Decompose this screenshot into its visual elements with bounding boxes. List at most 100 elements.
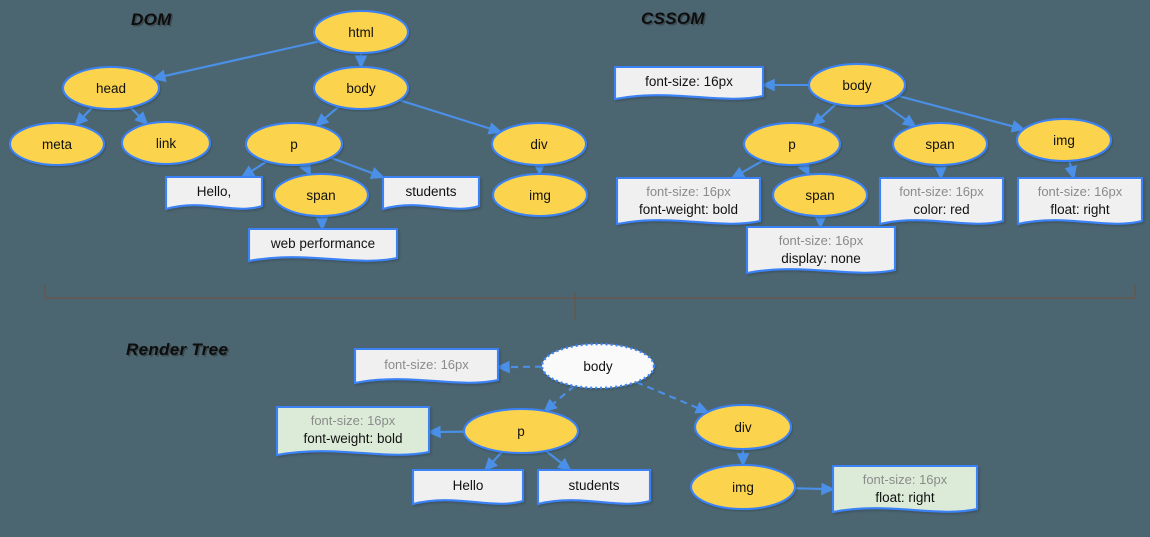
node-shape-box bbox=[381, 175, 481, 211]
node-p[interactable]: p bbox=[244, 121, 344, 167]
box-line-2: font-weight: bold bbox=[639, 202, 738, 217]
node-c_span2[interactable]: span bbox=[771, 172, 869, 218]
node-r_hello[interactable]: Hello bbox=[411, 468, 525, 506]
node-shape-ellipse bbox=[490, 121, 588, 167]
box-line-1: font-size: 16px bbox=[646, 184, 731, 199]
node-label: html bbox=[348, 25, 374, 40]
box-line-2: float: right bbox=[1050, 202, 1110, 217]
node-label: body bbox=[842, 78, 872, 93]
node-shape-ellipse bbox=[771, 172, 869, 218]
box-line-2: float: right bbox=[875, 490, 935, 505]
edge-head-to-meta bbox=[74, 106, 94, 127]
node-html[interactable]: html bbox=[312, 9, 410, 55]
node-shape-ellipse bbox=[1015, 117, 1113, 163]
node-c_img[interactable]: img bbox=[1015, 117, 1113, 163]
node-body[interactable]: body bbox=[312, 65, 410, 111]
node-shape-box bbox=[831, 464, 979, 514]
node-div[interactable]: div bbox=[490, 121, 588, 167]
node-label: p bbox=[517, 424, 525, 439]
edge-body-to-p bbox=[314, 105, 340, 127]
node-label: img bbox=[1053, 133, 1075, 148]
node-img[interactable]: img bbox=[491, 172, 589, 218]
node-c_span[interactable]: span bbox=[891, 121, 989, 167]
node-r_students[interactable]: students bbox=[536, 468, 652, 506]
node-students[interactable]: students bbox=[381, 175, 481, 211]
node-c_p[interactable]: p bbox=[742, 121, 842, 167]
node-label: body bbox=[583, 359, 613, 374]
dom-section-title: DOM bbox=[131, 10, 172, 29]
node-shape-ellipse bbox=[312, 65, 410, 111]
node-b_p[interactable]: font-size: 16px font-weight: bold bbox=[615, 176, 762, 226]
node-shape-ellipse bbox=[689, 463, 797, 511]
node-shape-ellipse bbox=[491, 172, 589, 218]
node-label: body bbox=[346, 81, 376, 96]
node-label: div bbox=[734, 420, 752, 435]
node-b_span2[interactable]: font-size: 16px display: none bbox=[745, 225, 897, 275]
box-label: web performance bbox=[270, 236, 375, 251]
node-shape-ellipse bbox=[272, 172, 370, 218]
edge-c_body-to-c_p bbox=[811, 103, 837, 127]
node-rb_p[interactable]: font-size: 16px font-weight: bold bbox=[275, 405, 431, 457]
edge-c_p-to-c_span2 bbox=[797, 161, 810, 177]
node-r_img[interactable]: img bbox=[689, 463, 797, 511]
section-divider bbox=[44, 285, 1136, 320]
node-c_body[interactable]: body bbox=[807, 62, 907, 108]
node-shape-box bbox=[275, 405, 431, 457]
edge-c_body-to-c_span bbox=[881, 102, 917, 128]
node-label: span bbox=[306, 188, 335, 203]
node-shape-ellipse bbox=[244, 121, 344, 167]
node-shape-box bbox=[247, 227, 399, 263]
edge-r_body-to-r_p bbox=[543, 385, 576, 413]
edge-c_img-to-b_img bbox=[1064, 160, 1077, 180]
node-shape-box bbox=[411, 468, 525, 506]
node-label: span bbox=[925, 137, 954, 152]
edge-html-to-head bbox=[151, 40, 320, 83]
box-line-1: font-size: 16px bbox=[863, 472, 948, 487]
node-shape-ellipse bbox=[61, 65, 161, 111]
node-r_div[interactable]: div bbox=[693, 403, 793, 451]
edge-r_img-to-rb_img bbox=[794, 482, 835, 496]
node-rb_img[interactable]: font-size: 16px float: right bbox=[831, 464, 979, 514]
node-webperf[interactable]: web performance bbox=[247, 227, 399, 263]
node-r_body[interactable]: body bbox=[540, 342, 656, 390]
node-label: img bbox=[732, 480, 754, 495]
box-line-2: display: none bbox=[781, 251, 861, 266]
dom-edges bbox=[74, 40, 546, 231]
edge-p-to-students bbox=[330, 156, 385, 179]
node-shape-box bbox=[536, 468, 652, 506]
render-tree-section-title: Render Tree bbox=[126, 340, 229, 359]
node-r_p[interactable]: p bbox=[462, 407, 580, 455]
node-span[interactable]: span bbox=[272, 172, 370, 218]
node-head[interactable]: head bbox=[61, 65, 161, 111]
node-label: span bbox=[805, 188, 834, 203]
node-label: p bbox=[788, 137, 796, 152]
edge-body-to-div bbox=[399, 99, 503, 135]
node-b_body[interactable]: font-size: 16px bbox=[613, 65, 765, 101]
box-line-1: font-size: 16px bbox=[779, 233, 864, 248]
node-shape-ellipse bbox=[742, 121, 842, 167]
node-hello[interactable]: Hello, bbox=[164, 175, 264, 211]
node-meta[interactable]: meta bbox=[8, 121, 106, 167]
cssom-section-title: CSSOM bbox=[641, 9, 705, 28]
node-shape-ellipse bbox=[120, 120, 212, 166]
node-link[interactable]: link bbox=[120, 120, 212, 166]
node-rb_body[interactable]: font-size: 16px bbox=[353, 347, 500, 385]
edge-r_body-to-rb_body bbox=[496, 360, 543, 374]
box-label: Hello bbox=[453, 478, 484, 493]
node-shape-box bbox=[745, 225, 897, 275]
node-shape-ellipse bbox=[693, 403, 793, 451]
box-line-1: font-size: 16px bbox=[311, 413, 396, 428]
node-label: img bbox=[529, 188, 551, 203]
box-line-2: font-weight: bold bbox=[303, 431, 402, 446]
edge-r_body-to-r_div bbox=[635, 381, 710, 414]
node-label: p bbox=[290, 137, 298, 152]
edge-r_p-to-r_students bbox=[545, 449, 572, 472]
node-shape-ellipse bbox=[807, 62, 907, 108]
box-line-2: color: red bbox=[913, 202, 969, 217]
